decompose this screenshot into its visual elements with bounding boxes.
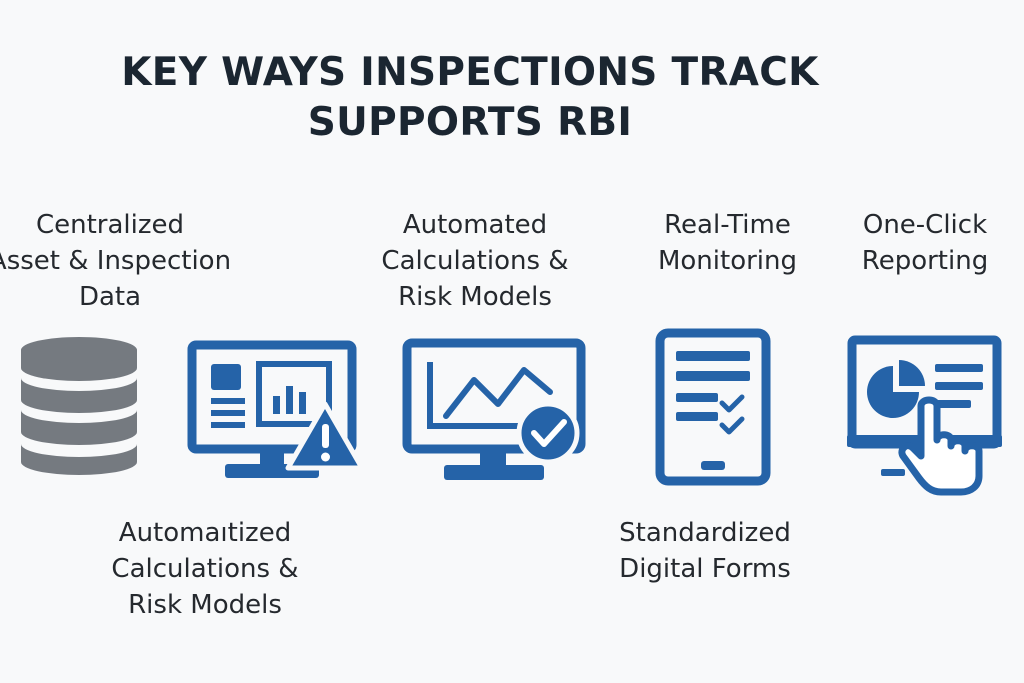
report-click-icon xyxy=(847,335,1002,496)
title-line-1: KEY WAYS INSPECTIONS TRACK xyxy=(121,50,819,95)
label-real-time-monitoring: Real-Time Monitoring xyxy=(657,210,798,276)
tablet-checklist-icon xyxy=(655,328,771,486)
page-title: KEY WAYS INSPECTIONS TRACK SUPPORTS RBI xyxy=(80,48,860,148)
label-standardized-digital-forms: Standardized Digital Forms xyxy=(619,518,791,584)
label-centralized-data: Centralized Asset & Inspection Data xyxy=(0,210,232,312)
label-automated-calculations-bottom: Automaıtized Calculations & Risk Models xyxy=(111,518,299,620)
label-automated-calculations-top: Automated Calculations & Risk Models xyxy=(381,210,569,312)
monitor-alert-icon xyxy=(187,340,365,478)
monitor-chart-check-icon xyxy=(402,338,586,480)
label-one-click-reporting: One-Click Reporting xyxy=(861,210,989,276)
title-line-2: SUPPORTS RBI xyxy=(307,100,633,145)
database-icon xyxy=(21,337,137,475)
